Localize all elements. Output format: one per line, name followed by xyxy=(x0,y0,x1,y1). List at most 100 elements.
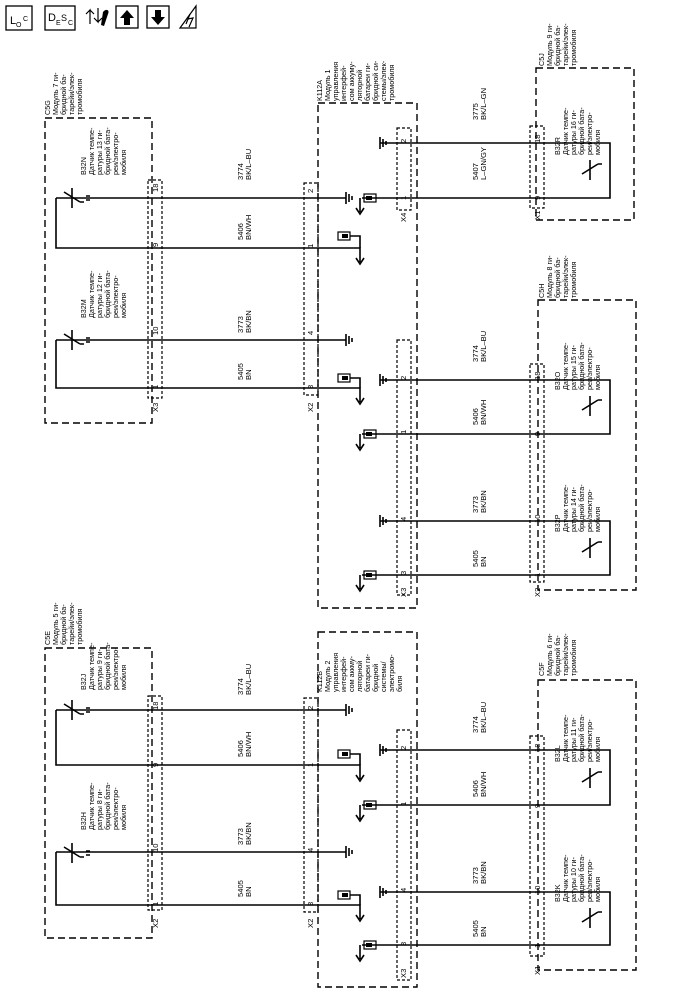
svg-text:мобиля: мобиля xyxy=(593,365,602,390)
svg-text:реи/электро-: реи/электро- xyxy=(111,132,120,175)
svg-text:BK/BN: BK/BN xyxy=(479,490,488,513)
svg-text:тромобиля: тромобиля xyxy=(75,608,84,645)
svg-text:5405: 5405 xyxy=(471,920,480,937)
svg-text:ратуры 11 ги-: ратуры 11 ги- xyxy=(569,717,578,762)
svg-text:мобиля: мобиля xyxy=(119,805,128,830)
svg-text:5406: 5406 xyxy=(471,408,480,425)
svg-text:ратуры 13 ги-: ратуры 13 ги- xyxy=(95,129,104,175)
sensor-b32p: B32P Датчик темпе- ратуры 14 ги- бридной… xyxy=(553,484,602,558)
wire-c5f-loop1 xyxy=(404,749,611,806)
connector-view-icon[interactable] xyxy=(85,8,109,26)
pin-f10: 10 xyxy=(533,886,542,894)
k112b-internal-left xyxy=(325,704,365,923)
svg-text:BN: BN xyxy=(479,926,488,937)
connector-x3-k112b xyxy=(396,729,412,981)
esd-warning-icon[interactable] xyxy=(178,4,197,29)
pin-j18: 18 xyxy=(533,135,542,143)
svg-text:тромобиля: тромобиля xyxy=(569,29,578,66)
svg-text:B32J: B32J xyxy=(79,673,88,690)
connector-label-x2-k112b: X2 xyxy=(306,919,315,928)
svg-text:3774: 3774 xyxy=(471,345,480,362)
svg-text:Модуль 5 ги-: Модуль 5 ги- xyxy=(51,602,60,645)
pin-b1: 1 xyxy=(306,763,315,767)
svg-text:мобиля: мобиля xyxy=(593,130,602,155)
svg-text:ратуры 9 ги-: ратуры 9 ги- xyxy=(95,648,104,690)
svg-text:B32K: B32K xyxy=(553,884,562,902)
svg-text:реи/электро-: реи/электро- xyxy=(585,719,594,762)
svg-text:3773: 3773 xyxy=(236,828,245,845)
svg-text:стемы/элек-: стемы/элек- xyxy=(379,60,388,101)
pin-b4-x3: 4 xyxy=(399,888,408,892)
svg-text:бридной бата-: бридной бата- xyxy=(577,107,586,155)
svg-text:ратуры 16 ги-: ратуры 16 ги- xyxy=(569,109,578,155)
svg-text:C5H: C5H xyxy=(537,284,546,298)
svg-text:BK/L–BU: BK/L–BU xyxy=(479,331,488,362)
module-box-c5e xyxy=(44,647,153,939)
pin-b1-x3: 1 xyxy=(399,802,408,806)
svg-text:D: D xyxy=(48,12,56,24)
svg-text:бридной ба-: бридной ба- xyxy=(59,604,68,645)
wire-label-3773-top: 3773 BK/BN xyxy=(236,310,253,333)
wire-c5j-loop xyxy=(404,142,611,199)
svg-text:бридной ба-: бридной ба- xyxy=(59,74,68,115)
location-of-components-icon[interactable]: L O C xyxy=(5,5,33,31)
pin-g18: 18 xyxy=(151,184,160,192)
svg-text:BN/WH: BN/WH xyxy=(244,732,253,757)
svg-text:L: L xyxy=(10,15,16,27)
svg-text:реи/электро-: реи/электро- xyxy=(585,489,594,532)
pin-b3-x3: 3 xyxy=(399,942,408,946)
wire-label-5405-f: 5405 BN xyxy=(471,920,488,937)
wire-e-5406-loop xyxy=(55,710,325,766)
pin-e10: 10 xyxy=(151,844,160,852)
svg-text:тарейи/элек-: тарейи/элек- xyxy=(67,602,76,645)
wire-label-5405-top: 5405 BN xyxy=(236,363,253,380)
description-icon[interactable]: D E S C xyxy=(44,5,76,31)
svg-text:Модуль 2: Модуль 2 xyxy=(323,661,332,692)
pin-b2-x3: 2 xyxy=(399,746,408,750)
wire-c5h-loop2 xyxy=(404,520,611,576)
svg-text:электромо-: электромо- xyxy=(387,654,396,692)
svg-text:BN: BN xyxy=(244,886,253,897)
svg-text:батареи ги-: батареи ги- xyxy=(363,62,372,101)
svg-text:O: O xyxy=(16,22,22,29)
svg-text:мобиля: мобиля xyxy=(593,737,602,762)
svg-text:BK/L–BU: BK/L–BU xyxy=(479,702,488,733)
pin-f9: 9 xyxy=(533,804,542,808)
svg-text:реи/электро-: реи/электро- xyxy=(585,347,594,390)
svg-text:сом аккму-: сом аккму- xyxy=(347,655,356,692)
svg-text:5406: 5406 xyxy=(236,223,245,240)
svg-text:3773: 3773 xyxy=(471,867,480,884)
svg-text:C5G: C5G xyxy=(43,100,52,115)
connector-x2-k112a xyxy=(303,182,319,396)
pin-b4: 4 xyxy=(306,848,315,852)
svg-text:тромобиля: тромобиля xyxy=(387,64,396,101)
module-label-k112a: K112A Модуль 1 управления интерфей- сом … xyxy=(315,60,396,101)
wire-label-5407: 5407 L–GN/GY xyxy=(471,147,488,180)
wire-label-5406-top: 5406 BN/WH xyxy=(236,215,253,240)
svg-text:бридной ба-: бридной ба- xyxy=(553,635,562,676)
wire-label-5406-f: 5406 BN/WH xyxy=(471,772,488,797)
module-label-c5e: C5E Модуль 5 ги- бридной ба- тарейи/элек… xyxy=(43,602,84,645)
arrow-down-icon[interactable] xyxy=(146,5,170,29)
module-box-c5g xyxy=(44,117,153,424)
k112a-internal-right-bottom xyxy=(355,374,404,593)
connector-label-x2-c5e: X2 xyxy=(151,919,160,928)
arrow-up-icon[interactable] xyxy=(115,5,139,29)
svg-text:тромобиля: тромобиля xyxy=(569,261,578,298)
svg-text:BK/L–BU: BK/L–BU xyxy=(244,664,253,695)
k112a-internal-right-top xyxy=(355,137,404,216)
svg-text:реи/электро-: реи/электро- xyxy=(111,647,120,690)
sensor-b32r: B32R Датчик темпе- ратуры 16 ги- бридной… xyxy=(553,107,602,180)
svg-text:BK/BN: BK/BN xyxy=(244,822,253,845)
module-box-c5f xyxy=(537,679,637,971)
wire-label-3773-h: 3773 BK/BN xyxy=(471,490,488,513)
svg-text:5406: 5406 xyxy=(471,780,480,797)
sensor-b32n: B32N Датчик темпе- ратуры 13 ги- бридной… xyxy=(63,127,128,208)
svg-text:3774: 3774 xyxy=(471,716,480,733)
sensor-b32h: B32H Датчик темпе- ратуры 8 ги- бридной … xyxy=(63,782,128,863)
wire-label-3773-f: 3773 BK/BN xyxy=(471,861,488,884)
svg-text:бридной: бридной xyxy=(371,664,380,692)
svg-text:B32P: B32P xyxy=(553,514,562,532)
wire-label-3773-e: 3773 BK/BN xyxy=(236,822,253,845)
svg-text:Датчик темпе-: Датчик темпе- xyxy=(561,484,570,532)
